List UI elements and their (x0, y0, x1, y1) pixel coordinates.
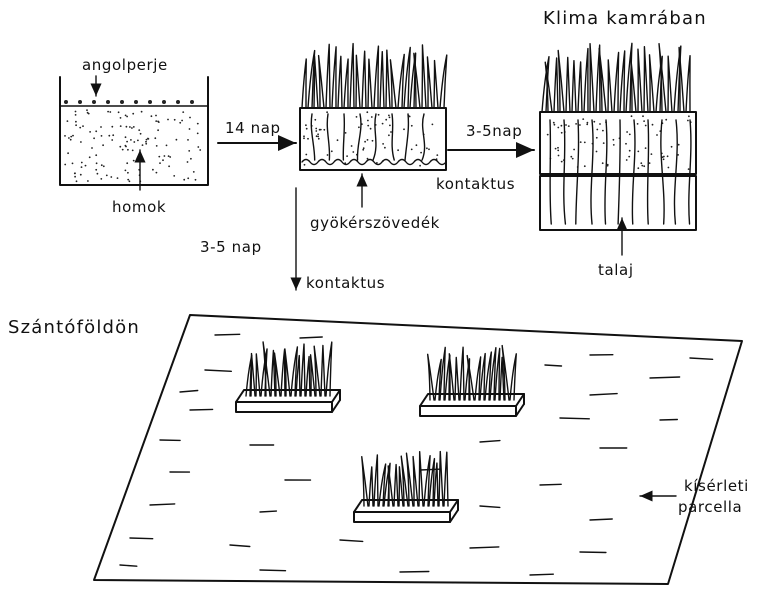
grass-plot (420, 346, 524, 416)
plot-label-line1: kísérleti (684, 477, 749, 495)
sand-label: homok (112, 198, 166, 216)
plot-label-line2: parcella (678, 498, 742, 516)
grass-blades (302, 44, 447, 108)
contact-down-label: kontaktus (306, 274, 385, 292)
seed-label: angolperje (82, 56, 168, 74)
field-plane (94, 315, 742, 584)
days-3-5-right-label: 3-5nap (466, 122, 522, 140)
contact-right-label: kontaktus (436, 175, 515, 193)
root-mat-label: gyökérszövedék (310, 214, 440, 232)
grass-plot (354, 452, 458, 522)
days-3-5-down-label: 3-5 nap (200, 238, 262, 256)
soil-label: talaj (598, 261, 634, 279)
field-texture (120, 334, 713, 575)
roots (550, 120, 691, 224)
climate-chamber-title: Klima kamrában (543, 8, 707, 29)
chamber-container (540, 43, 696, 230)
sand-texture (303, 111, 438, 166)
grass-container (300, 44, 447, 170)
grass-blades (542, 43, 690, 112)
root-mat-wave (302, 160, 446, 165)
sand-texture (64, 109, 201, 182)
sand-container (60, 77, 208, 185)
field-title: Szántóföldön (8, 317, 140, 338)
seed-dots (64, 100, 194, 104)
days-14-label: 14 nap (225, 119, 281, 137)
grass-plot (236, 342, 340, 412)
